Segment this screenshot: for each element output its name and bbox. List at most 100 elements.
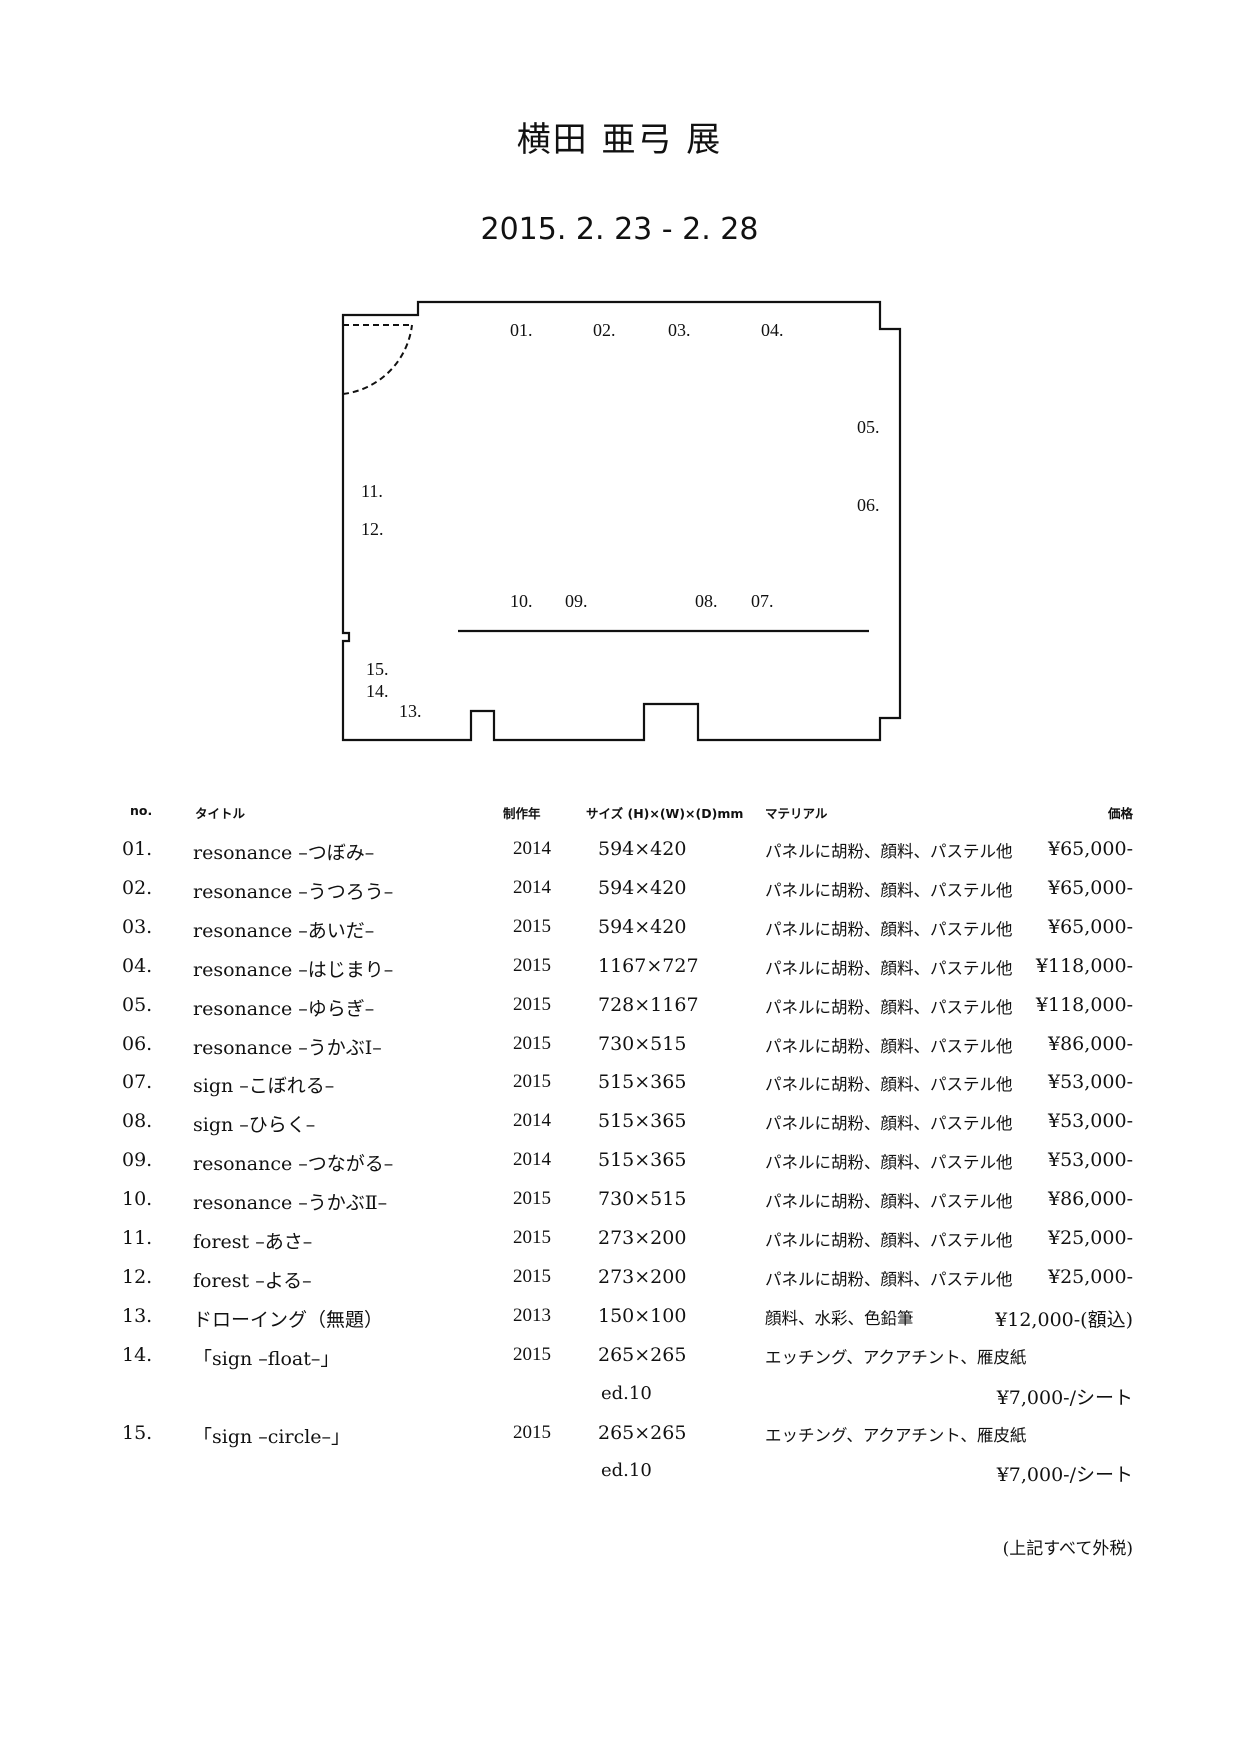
cell-material: エッチング、アクアチント、雁皮紙: [765, 1347, 1027, 1367]
cell-price: ¥65,000-: [1048, 915, 1133, 938]
door-swing: [342, 324, 413, 395]
cell-title: sign –こぼれる–: [193, 1075, 335, 1098]
cell-material: エッチング、アクアチント、雁皮紙: [765, 1425, 1027, 1445]
cell-size: 515×365: [598, 1071, 687, 1094]
cell-title: 「sign –float–」: [193, 1347, 340, 1370]
plan-label-02: 02.: [593, 320, 616, 340]
plan-label-04: 04.: [761, 320, 784, 340]
plan-label-13: 13.: [399, 701, 422, 721]
cell-title: 「sign –circle–」: [193, 1425, 351, 1448]
cell-material: パネルに胡粉、顔料、パステル他: [765, 1269, 1013, 1289]
cell-edition: ed.10: [601, 1460, 652, 1482]
cell-size: 594×420: [598, 915, 687, 938]
header-no: no.: [130, 803, 153, 818]
cell-price: ¥25,000-: [1048, 1265, 1133, 1288]
cell-material: パネルに胡粉、顔料、パステル他: [765, 842, 1013, 861]
cell-year: 2015: [513, 1343, 551, 1365]
plan-label-15: 15.: [366, 659, 389, 679]
gallery-floor-plan: 01. 02. 03. 04. 05. 06. 07. 08. 09. 10. …: [341, 300, 902, 742]
cell-no: 04.: [122, 954, 153, 977]
plan-label-01: 01.: [510, 320, 533, 340]
cell-title: sign –ひらく–: [193, 1114, 316, 1137]
header-material: マテリアル: [765, 806, 828, 821]
cell-year: 2014: [513, 838, 551, 859]
cell-price: ¥12,000-(額込): [995, 1308, 1133, 1331]
cell-price: ¥53,000-: [1048, 1071, 1133, 1094]
cell-year: 2014: [513, 1110, 551, 1132]
cell-year: 2014: [513, 876, 551, 898]
cell-no: 02.: [122, 876, 153, 899]
cell-title: resonance –うかぶⅡ–: [193, 1192, 388, 1215]
cell-title: forest –あさ–: [193, 1231, 313, 1253]
cell-price: ¥118,000-: [1035, 993, 1133, 1016]
plan-label-14: 14.: [366, 681, 389, 701]
cell-edition: ed.10: [601, 1382, 652, 1404]
cell-no: 10.: [122, 1188, 153, 1211]
cell-year: 2015: [513, 1032, 551, 1054]
cell-no: 07.: [122, 1071, 153, 1094]
cell-price: ¥86,000-: [1048, 1188, 1133, 1211]
cell-size: 273×200: [598, 1227, 687, 1249]
cell-size: 730×515: [598, 1188, 687, 1211]
cell-size: 150×100: [598, 1304, 687, 1327]
cell-print-price: ¥7,000-/シート: [996, 1464, 1133, 1487]
plan-label-12: 12.: [361, 519, 384, 539]
cell-size: 594×420: [598, 838, 687, 860]
plan-label-09: 09.: [565, 591, 588, 611]
cell-title: resonance –はじまり–: [193, 958, 394, 981]
cell-title: resonance –つぼみ–: [193, 842, 375, 864]
cell-print-price: ¥7,000-/シート: [996, 1386, 1133, 1409]
cell-title: resonance –うつろう–: [193, 880, 394, 903]
cell-material: パネルに胡粉、顔料、パステル他: [765, 1231, 1013, 1250]
cell-year: 2015: [513, 1421, 551, 1443]
cell-no: 06.: [122, 1032, 153, 1055]
cell-material: パネルに胡粉、顔料、パステル他: [765, 1192, 1013, 1212]
cell-year: 2015: [513, 1265, 551, 1287]
cell-size: 1167×727: [598, 954, 699, 977]
cell-material: 顔料、水彩、色鉛筆: [765, 1308, 914, 1328]
cell-size: 515×365: [598, 1149, 687, 1172]
cell-no: 05.: [122, 993, 153, 1016]
exhibition-title: 横田 亜弓 展: [516, 120, 723, 160]
cell-no: 08.: [122, 1110, 153, 1133]
plan-label-11: 11.: [361, 481, 383, 501]
cell-year: 2015: [513, 993, 551, 1015]
cell-price: ¥65,000-: [1048, 838, 1133, 860]
cell-no: 12.: [122, 1265, 153, 1288]
cell-material: パネルに胡粉、顔料、パステル他: [765, 1153, 1013, 1173]
cell-size: 515×365: [598, 1110, 687, 1133]
cell-price: ¥65,000-: [1048, 876, 1133, 899]
cell-no: 03.: [122, 915, 153, 938]
table-row-edition: ed.10 ¥7,000-/シート: [0, 1383, 1239, 1413]
cell-price: ¥53,000-: [1048, 1149, 1133, 1172]
cell-price: ¥118,000-: [1035, 954, 1133, 977]
exhibition-dates: 2015. 2. 23 - 2. 28: [480, 212, 759, 247]
plan-label-10: 10.: [510, 591, 533, 611]
cell-year: 2013: [513, 1304, 551, 1326]
plan-label-07: 07.: [751, 591, 774, 611]
header-size: サイズ (H)×(W)×(D)mm: [586, 806, 744, 821]
cell-size: 265×265: [598, 1343, 687, 1366]
cell-year: 2015: [513, 954, 551, 976]
cell-title: forest –よる–: [193, 1269, 312, 1292]
cell-year: 2015: [513, 1071, 551, 1093]
cell-material: パネルに胡粉、顔料、パステル他: [765, 919, 1013, 939]
cell-title: resonance –うかぶⅠ–: [193, 1036, 382, 1059]
cell-no: 11.: [122, 1227, 153, 1249]
cell-title: resonance –ゆらぎ–: [193, 997, 375, 1020]
floor-plan-walls: [341, 300, 902, 742]
cell-size: 594×420: [598, 876, 687, 899]
cell-year: 2015: [513, 915, 551, 937]
cell-year: 2015: [513, 1227, 551, 1248]
cell-no: 09.: [122, 1149, 153, 1172]
header-year: 制作年: [503, 806, 541, 821]
cell-size: 273×200: [598, 1265, 687, 1288]
